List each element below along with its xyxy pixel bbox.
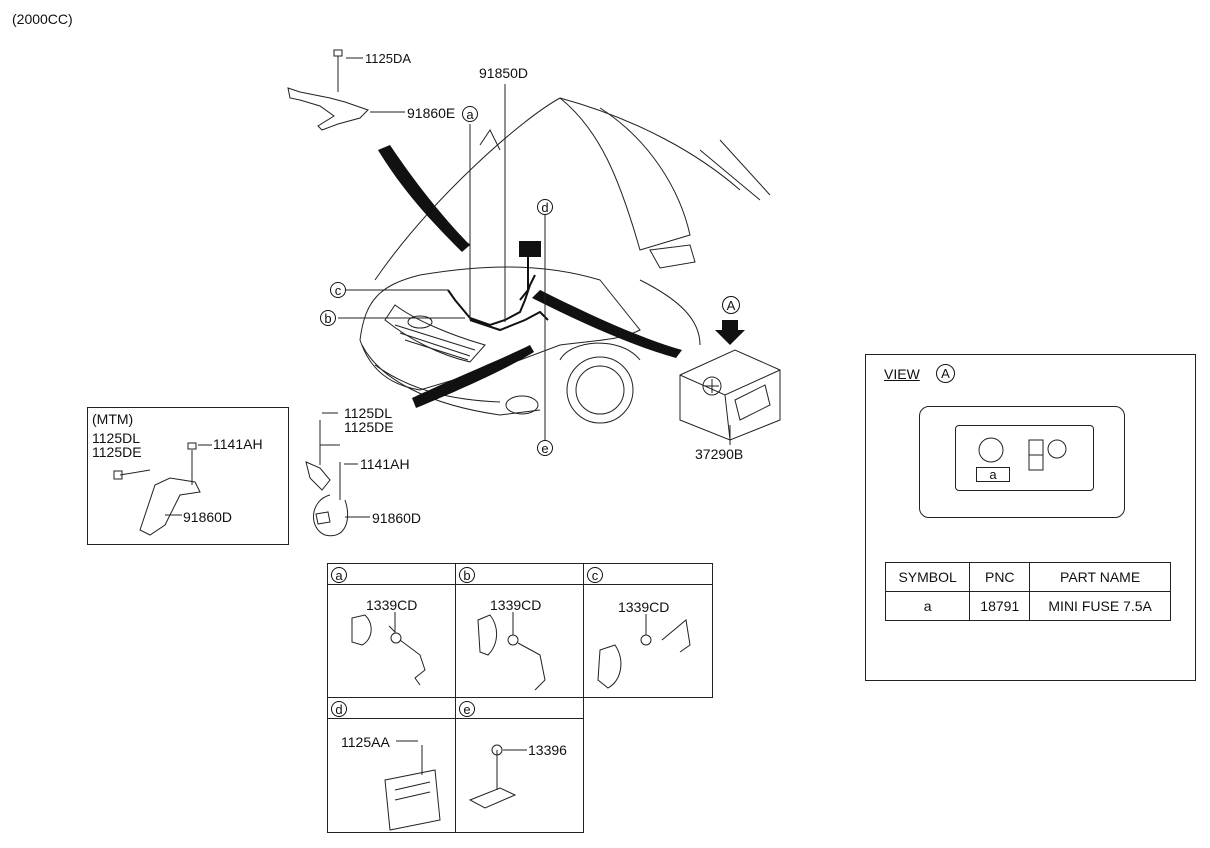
callout-b: b — [320, 310, 336, 326]
side-mirror — [649, 244, 696, 269]
detail-grid-bottom — [327, 697, 584, 833]
detail-key-d: d — [331, 701, 347, 717]
cell-pnc: 18791 — [969, 591, 1031, 621]
callout-d: d — [537, 199, 553, 215]
mtm-box — [87, 407, 289, 545]
col-part-name: PART NAME — [1029, 562, 1171, 592]
detail-key-c: c — [587, 567, 603, 583]
detail-key-a: a — [331, 567, 347, 583]
arrow-side — [532, 290, 682, 358]
engine-note: (2000CC) — [12, 11, 73, 27]
detail-header-line-2 — [327, 718, 584, 719]
windshield — [559, 97, 691, 251]
detail-header-line — [327, 584, 713, 585]
bracket-91860E — [287, 49, 369, 131]
label-91860D: 91860D — [372, 510, 422, 526]
label-1141AH: 1141AH — [360, 456, 410, 472]
col-pnc: PNC — [969, 562, 1031, 592]
front-bumper — [361, 344, 541, 416]
arrow-view-a — [715, 320, 745, 345]
detail-leaders — [394, 612, 647, 751]
callout-view-A: A — [722, 296, 740, 314]
detail-key-b: b — [459, 567, 475, 583]
arrow-hood — [378, 145, 470, 252]
mtm-leaders — [165, 444, 212, 516]
front-logo — [407, 315, 433, 329]
col-symbol: SYMBOL — [884, 562, 971, 592]
view-a-panel — [865, 354, 1196, 681]
label-1125DA: 1125DA — [365, 51, 412, 66]
view-title: VIEW — [884, 366, 920, 382]
detail-e-part: 13396 — [528, 742, 567, 758]
label-1125DE: 1125DE — [344, 419, 394, 435]
detail-d-part: 1125AA — [341, 734, 390, 750]
view-marker: A — [936, 364, 955, 383]
label-37290B: 37290B — [695, 446, 744, 462]
fuse-box-outline — [919, 406, 1125, 518]
grille — [384, 304, 486, 363]
fog-lamp — [505, 395, 539, 415]
detail-a-part: 1339CD — [366, 597, 418, 613]
parts-table: SYMBOL PNC PART NAME a 18791 MINI FUSE 7… — [884, 562, 1171, 621]
detail-key-e: e — [459, 701, 475, 717]
detail-divider-1 — [455, 563, 456, 833]
mtm-bracket — [113, 442, 201, 536]
callout-a: a — [462, 106, 478, 122]
fuse-panel — [955, 425, 1094, 491]
parts-table-header: SYMBOL PNC PART NAME — [884, 562, 1171, 592]
fuse-panel-graphics — [978, 437, 1067, 471]
callout-e: e — [537, 440, 553, 456]
fuse-a-label: a — [976, 467, 1010, 482]
mtm-label-1141AH: 1141AH — [213, 436, 263, 452]
detail-divider-2 — [583, 563, 584, 698]
label-91860E: 91860E — [407, 105, 456, 121]
callout-c: c — [330, 282, 346, 298]
detail-c-part: 1339CD — [618, 599, 670, 615]
detail-b-part: 1339CD — [490, 597, 542, 613]
front-wheel — [566, 356, 634, 424]
table-row: a 18791 MINI FUSE 7.5A — [884, 591, 1171, 621]
ground-cable-91860D — [305, 420, 349, 537]
cell-part-name: MINI FUSE 7.5A — [1029, 591, 1171, 621]
arrow-front — [412, 345, 534, 408]
label-91850D: 91850D — [479, 65, 529, 81]
cell-symbol: a — [884, 591, 971, 621]
fuse-box-37290B — [679, 349, 781, 441]
label-1125DL: 1125DL — [344, 405, 393, 421]
mtm-title: (MTM) — [92, 411, 134, 427]
mtm-label-91860D: 91860D — [183, 509, 233, 525]
mtm-label-1125DE: 1125DE — [92, 444, 142, 460]
mtm-label-1125DL: 1125DL — [92, 430, 141, 446]
